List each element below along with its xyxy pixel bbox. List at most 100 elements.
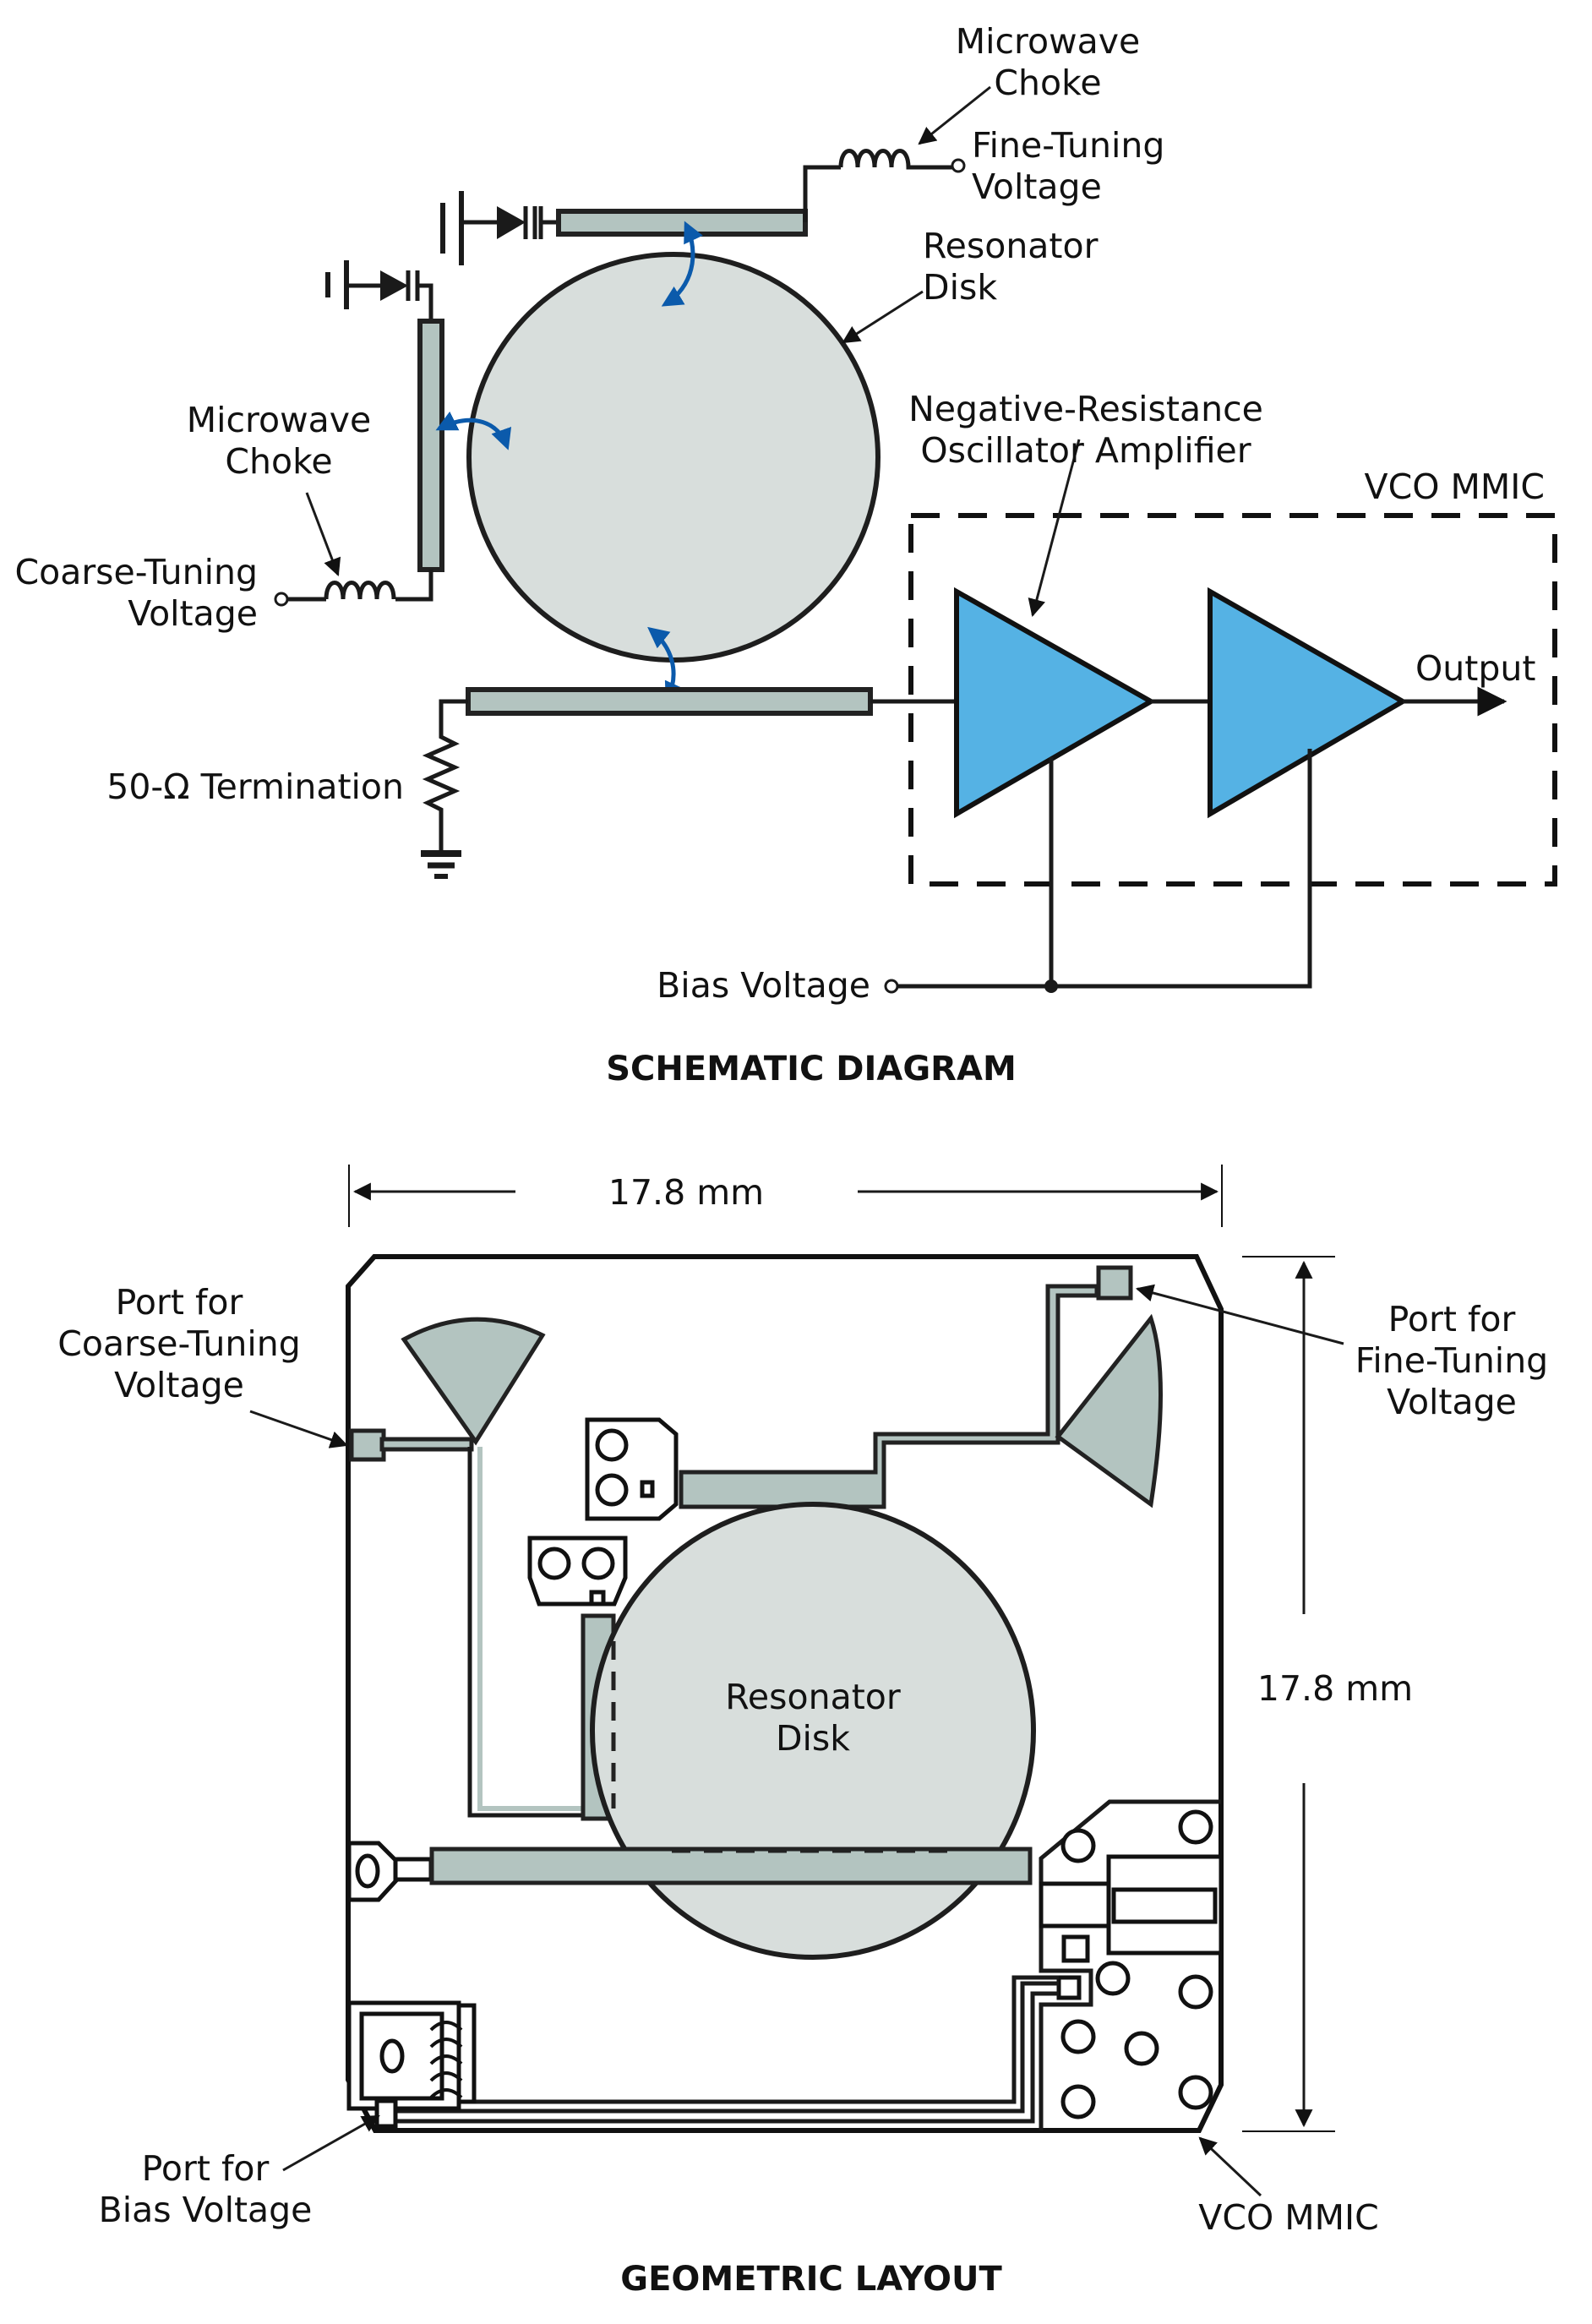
bond-pad [640, 1480, 655, 1498]
connector-tab [393, 1857, 433, 1882]
resonator-leader [842, 290, 924, 344]
main-stripline [429, 1847, 1033, 1885]
choke-top-label-2: Choke [994, 63, 1101, 103]
coarse-tuning-label-2: Voltage [128, 593, 258, 634]
left-choke-inductor-icon [324, 581, 396, 600]
left-stripline [417, 319, 444, 572]
port-fine-leader [1135, 1284, 1344, 1345]
output-label: Output [1415, 648, 1535, 689]
bias-pad [1061, 1934, 1090, 1963]
port-bias-label-2: Bias Voltage [99, 2190, 313, 2230]
choke-left-label-2: Choke [225, 441, 332, 482]
amplifier-1 [954, 586, 1157, 819]
resonator-label-1: Resonator [923, 226, 1099, 266]
top-coupling-arrow-icon [661, 221, 703, 307]
varactor-diode-icon [380, 270, 408, 301]
fine-tuning-label-1: Fine-Tuning [972, 125, 1164, 166]
via-hole [1095, 1961, 1131, 1996]
amplifier-label-2: Oscillator Amplifier [920, 430, 1251, 471]
top-stripline [556, 209, 808, 237]
bias-voltage-port [374, 2098, 398, 2129]
mmic-die [1039, 1881, 1111, 1928]
connector-hole [355, 1853, 380, 1889]
bottom-stripline [466, 687, 873, 716]
bias-trace-outer [378, 1981, 1059, 2114]
layout-resonator-label-2: Disk [776, 1718, 850, 1759]
termination-label: 50-Ω Termination [106, 766, 404, 807]
coarse-tuning-terminal [274, 592, 289, 607]
mmic-carrier-outline [1039, 1799, 1221, 2130]
coarse-tune-wire [395, 570, 433, 602]
resonator-label-2: Disk [923, 267, 997, 308]
amplifier-label-1: Negative-Resistance [908, 389, 1263, 429]
vco-mmic-box [908, 513, 1557, 887]
top-choke-inductor-icon [838, 149, 953, 170]
coarse-tuning-label-1: Coarse-Tuning [14, 552, 258, 592]
resonator-disk [466, 252, 881, 663]
via-hole [595, 1473, 629, 1507]
varactor-diode-icon [497, 206, 526, 239]
coarse-tuning-port [349, 1428, 386, 1462]
height-dimension-label: 17.8 mm [1257, 1668, 1413, 1709]
amplifier-2 [1208, 586, 1409, 819]
via-hole [1178, 1809, 1213, 1845]
fine-tuning-port [1096, 1265, 1133, 1301]
left-varactor-circuit [325, 260, 433, 321]
port-fine-label-2: Fine-Tuning [1355, 1340, 1548, 1381]
choke-left-label-1: Microwave [187, 400, 372, 440]
port-coarse-leader [249, 1410, 348, 1448]
port-bias-label-1: Port for [142, 2148, 270, 2189]
bias-filter-strip [456, 2003, 477, 2104]
via-hole [379, 2038, 405, 2074]
top-varactor-circuit [440, 191, 559, 265]
fine-tuning-label-2: Voltage [972, 166, 1102, 207]
layout-title: GEOMETRIC LAYOUT [620, 2260, 1002, 2299]
via-hole [1178, 2075, 1213, 2110]
port-fine-label-3: Voltage [1387, 1382, 1517, 1422]
choke-top-leader [918, 85, 991, 145]
schematic-title: SCHEMATIC DIAGRAM [606, 1050, 1017, 1088]
output-pad [1111, 1887, 1218, 1924]
coarse-port-trace [379, 1437, 474, 1452]
via-hole [1178, 1974, 1213, 2010]
coarse-bias-line-fill [477, 1447, 597, 1811]
coarse-radial-stub [401, 1317, 546, 1446]
bias-voltage-label: Bias Voltage [657, 965, 870, 1006]
geometric-layout: 17.8 mm 17.8 mm Resonator [57, 1165, 1548, 2299]
port-coarse-label-2: Coarse-Tuning [57, 1323, 301, 1364]
port-coarse-label-3: Voltage [114, 1365, 244, 1405]
bond-wire-icons [429, 2021, 463, 2099]
via-hole [581, 1547, 615, 1580]
via-hole [1060, 1828, 1096, 1863]
bias-terminal [884, 979, 899, 994]
bias-pad [1056, 1975, 1082, 2000]
left-coupling-arrow-icon [435, 411, 512, 450]
junction-dot [1044, 979, 1058, 993]
via-hole [1124, 2031, 1159, 2066]
choke-top-label-1: Microwave [956, 21, 1141, 62]
width-dimension-label: 17.8 mm [608, 1172, 764, 1213]
layout-resonator-label-1: Resonator [725, 1677, 901, 1717]
port-bias-leader [282, 2114, 380, 2172]
fine-radial-stub [1055, 1313, 1163, 1508]
termination-resistor-icon [422, 699, 468, 852]
via-hole [1060, 2084, 1096, 2119]
port-coarse-label-1: Port for [116, 1282, 243, 1323]
vco-mmic-leader [1198, 2136, 1262, 2197]
via-hole [1060, 2019, 1096, 2054]
bias-trace-inner [378, 1991, 1059, 2124]
amplifier-leader [1028, 439, 1081, 618]
bias-wire-2 [896, 749, 1312, 989]
layout-resonator-disk [590, 1502, 1036, 1960]
port-fine-label-1: Port for [1388, 1299, 1516, 1339]
fine-tuning-terminal [951, 158, 966, 173]
layout-vco-mmic-label: VCO MMIC [1198, 2197, 1378, 2238]
fine-tune-wire [803, 165, 841, 222]
vco-mmic-label: VCO MMIC [1365, 466, 1545, 507]
bond-pad [589, 1590, 606, 1607]
via-hole [537, 1547, 571, 1580]
choke-left-leader [305, 492, 341, 576]
schematic-diagram: Microwave Choke Fine-Tuning Voltage Micr… [14, 21, 1557, 1088]
wire [417, 283, 433, 321]
